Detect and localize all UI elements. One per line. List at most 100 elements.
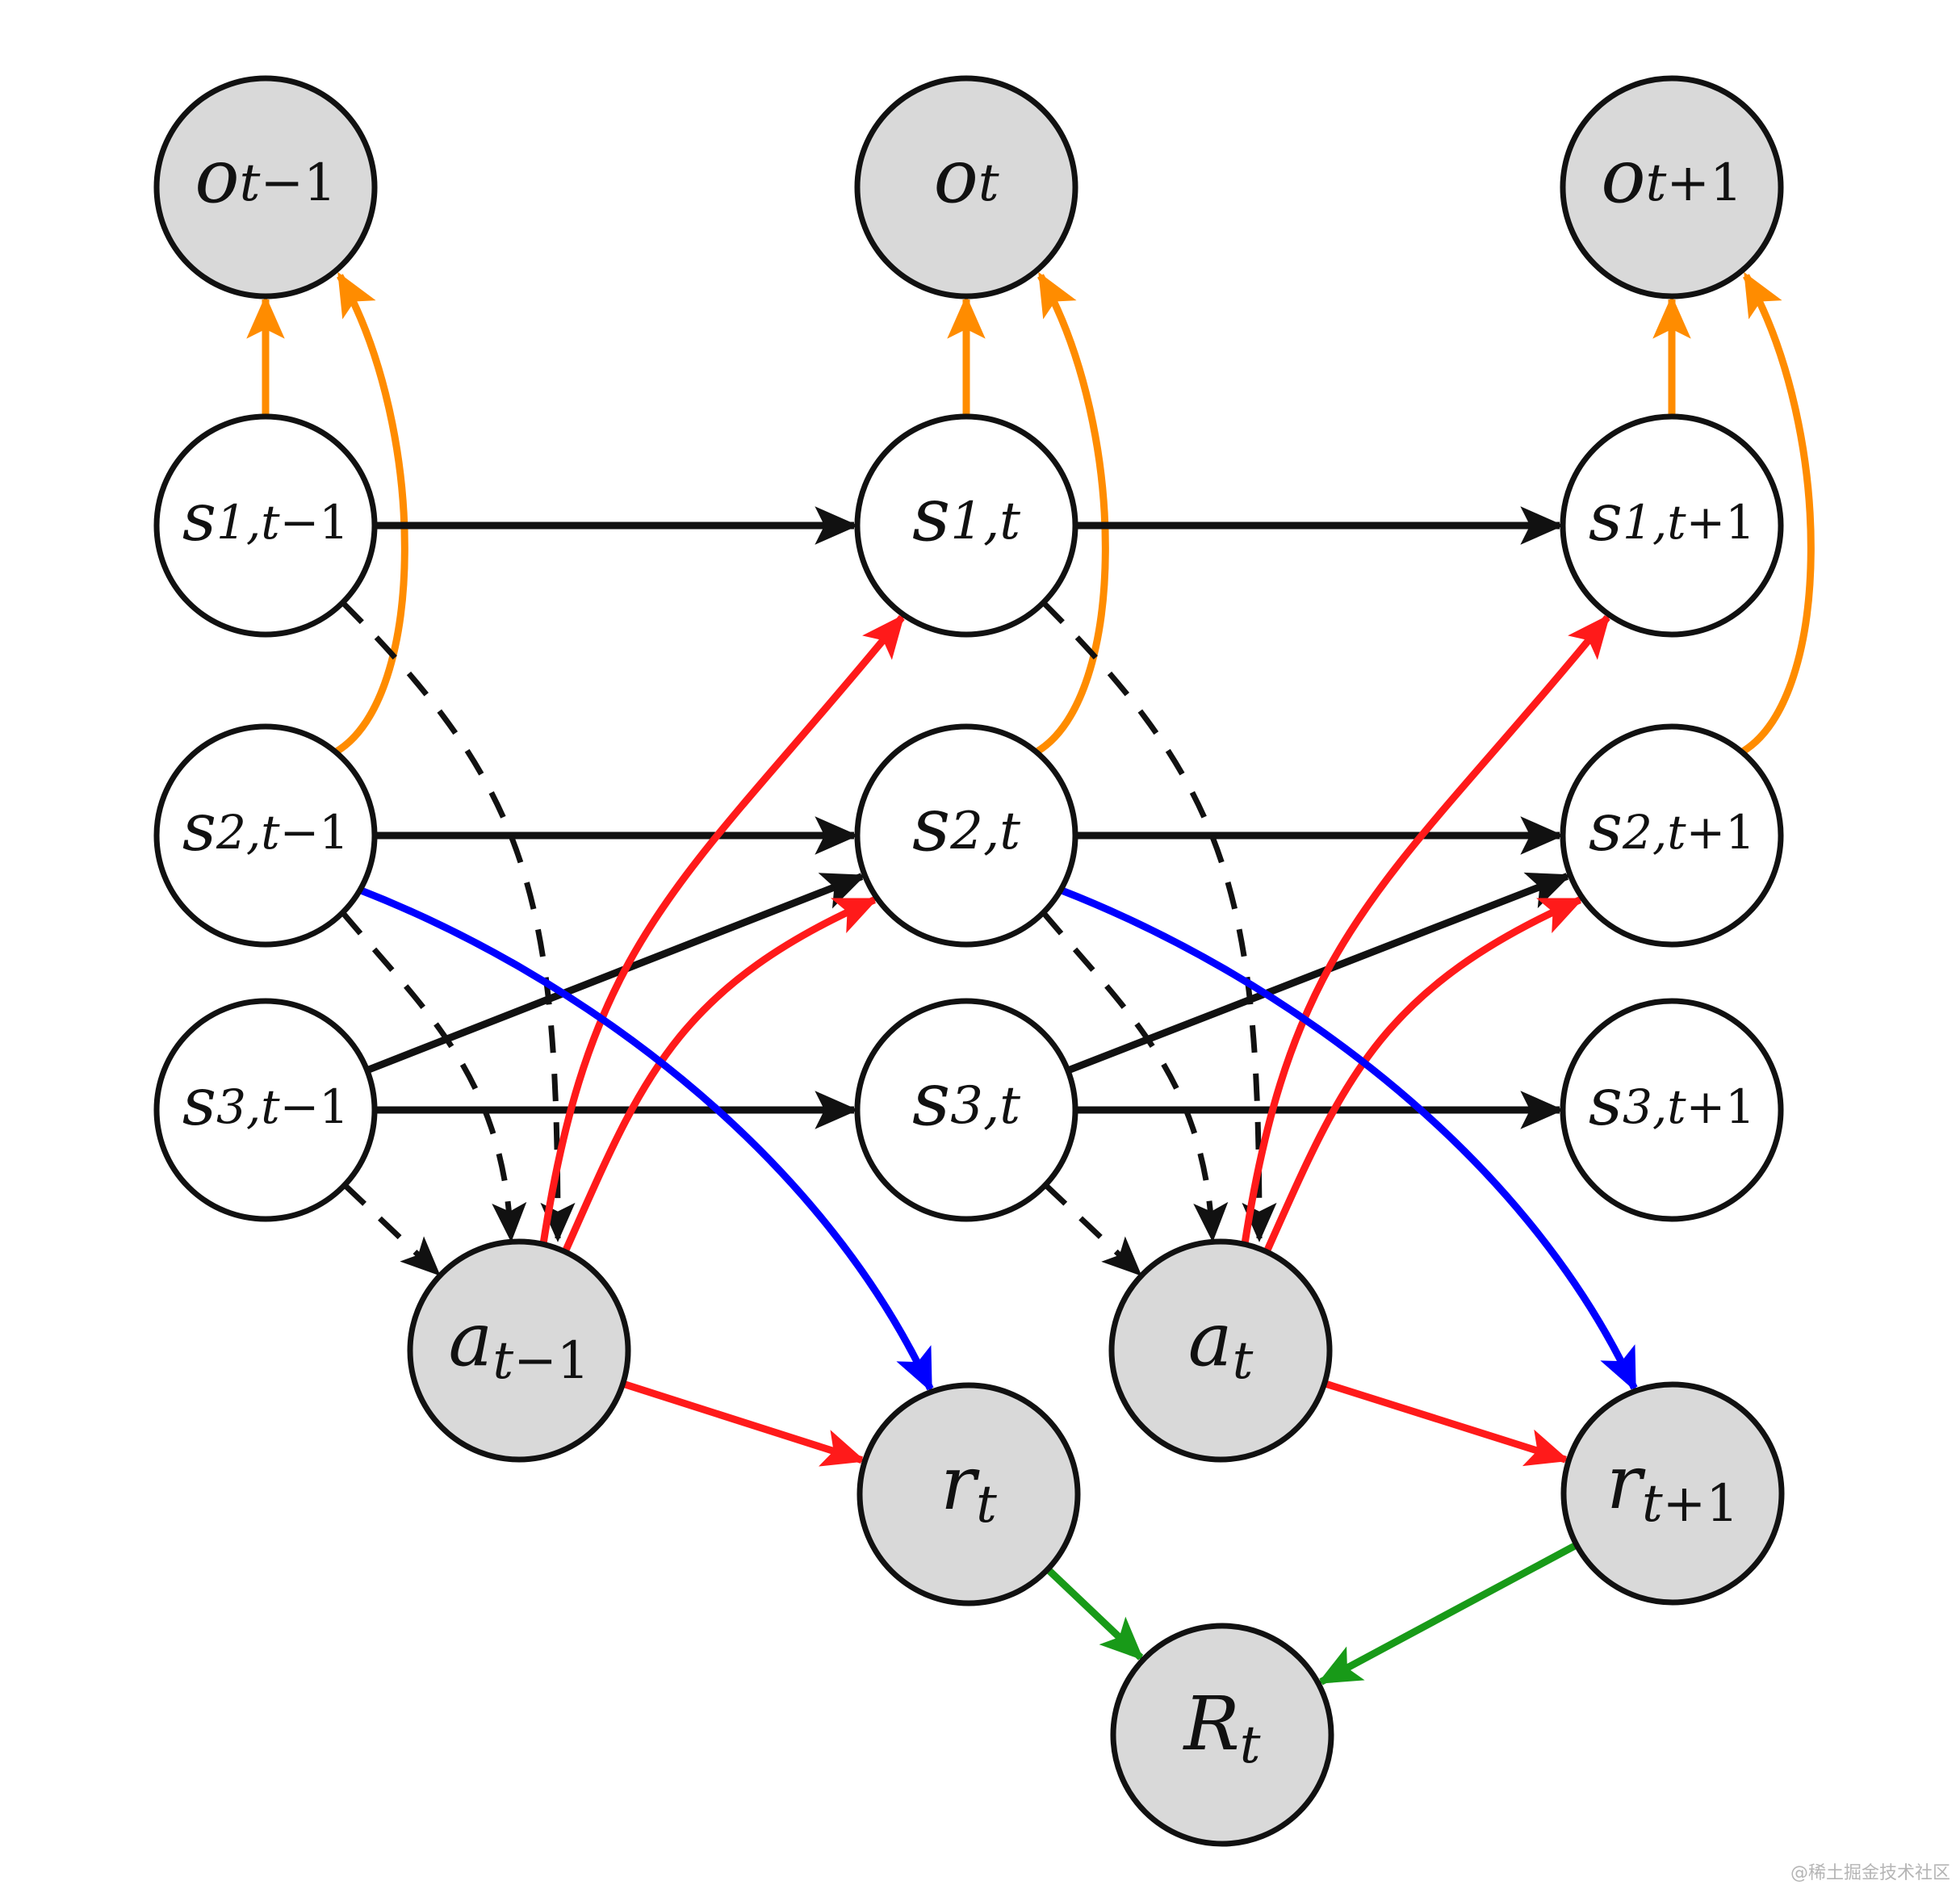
node-label-subscript: t [492,1331,513,1391]
edge-policy-s1-tm1-to-a-tm1 [340,600,576,1242]
edges-layer [246,271,1815,1686]
edge-action-effect-a-tm1-to-s2-t [561,896,879,1254]
node-label-base: R [1183,1681,1240,1767]
node-s3-tp1: s3,t+1 [1560,998,1784,1222]
node-r-t: Rt [1110,1623,1334,1847]
node-label-base: r [1606,1439,1646,1526]
node-circle [1108,1238,1333,1463]
node-s1-tm1: s1,t−1 [153,413,378,638]
node-label-base: a [1188,1296,1233,1383]
node-label-subscript: 2,t [1622,805,1686,860]
node-label-base: o [1601,133,1645,220]
node-label: s2,t+1 [1589,790,1755,866]
watermark: @稀土掘金技术社区 [1790,1863,1950,1883]
node-circle [854,998,1078,1222]
node-circle [1560,998,1784,1222]
node-s2-tp1: s2,t+1 [1560,723,1784,948]
edge-return-r-tp1-to-r-t [1317,1541,1579,1686]
node-s1-tp1: s1,t+1 [1560,413,1784,638]
node-label-suffix: +1 [1686,495,1756,550]
node-label-subscript: t [1233,1331,1254,1391]
node-label: s1,t−1 [182,480,349,556]
node-label: ot [933,133,999,220]
edge-return-r-t-to-r-t [1045,1566,1145,1661]
node-s2-tm1: s2,t−1 [153,723,378,948]
node-o-tm1: ot−1 [153,75,378,299]
edge-policy-s2-tm1-to-a-tm1 [340,911,527,1242]
node-label-subscript: t [240,153,261,213]
node-label-suffix: −1 [260,153,336,213]
node-label-subscript: t [976,1475,997,1535]
node-label: at [1188,1296,1254,1391]
node-label-subscript: 2,t [949,802,1020,861]
edge-action-effect-a-tm1-to-s1-t [539,614,905,1245]
node-label-suffix: −1 [280,1079,350,1134]
node-o-tp1: ot+1 [1560,75,1784,299]
node-label-base: s [912,1056,950,1142]
node-s3-t: s3,t [854,998,1078,1222]
node-label: at−1 [449,1296,590,1391]
node-label: ot+1 [1601,133,1742,220]
node-circle [1560,413,1784,638]
node-label-subscript: t [978,153,999,213]
edge-policy-s3-tm1-to-a-tm1 [342,1183,441,1276]
node-label-base: o [195,133,239,220]
edge-transition-s3-t-to-s2-tp1 [1066,872,1572,1074]
node-label: Rt [1183,1681,1261,1775]
node-circle [1560,1381,1785,1606]
node-label-base: s [912,781,950,868]
node-label-base: s [1589,790,1623,866]
node-label: ot−1 [195,133,336,220]
node-label-suffix: +1 [1666,153,1742,213]
node-s1-t: s1,t [854,413,1078,638]
node-label: s2,t [912,781,1020,868]
edge-policy-s1-t-to-a-t [1041,600,1277,1242]
edge-transition-s3-tm1-to-s2-t [366,873,866,1074]
node-label-subscript: 3,t [950,1076,1020,1136]
node-a-tm1: at−1 [407,1238,631,1463]
node-label-base: o [933,133,978,220]
node-label-base: s [1589,480,1623,556]
node-label-suffix: +1 [1663,1474,1739,1534]
node-circle [1110,1623,1334,1847]
node-label-subscript: 1,t [950,492,1020,551]
node-circle [407,1238,631,1463]
node-label-suffix: −1 [280,805,350,860]
node-circle [854,723,1078,948]
edge-action-effect-a-t-to-r-tp1 [1323,1380,1570,1467]
node-label: s3,t [912,1056,1020,1142]
node-circle [153,75,378,299]
node-label-subscript: 3,t [1623,1079,1686,1134]
node-circle [1560,75,1784,299]
node-label-suffix: −1 [280,495,350,550]
node-label: s3,t+1 [1589,1064,1755,1141]
node-circle [1560,723,1784,948]
edge-observation-s2-t-to-o-t [1034,271,1109,756]
node-r-tp1: rt+1 [1560,1381,1785,1606]
node-r-t: rt [856,1382,1081,1606]
node-label: rt+1 [1606,1439,1739,1534]
node-circle [153,413,378,638]
node-label-subscript: 1,t [216,495,280,550]
node-label-base: r [940,1440,980,1527]
node-label-subscript: t [1642,1474,1663,1534]
edge-policy-s2-t-to-a-t [1041,911,1229,1242]
node-circle [856,1382,1081,1606]
node-label-base: s [182,790,216,866]
node-label: s3,t−1 [182,1064,349,1141]
node-label-base: s [182,480,216,556]
edge-policy-s3-t-to-a-t [1043,1183,1142,1276]
node-s2-t: s2,t [854,723,1078,948]
node-label-suffix: +1 [1686,1079,1756,1134]
edge-reward-state-s2-tm1-to-r-t [358,886,934,1393]
node-label: s2,t−1 [182,790,349,866]
node-circle [854,75,1078,299]
edge-reward-state-s2-t-to-r-tp1 [1059,886,1638,1393]
edge-observation-s2-tm1-to-o-tm1 [333,271,408,756]
node-label: s1,t+1 [1589,480,1755,556]
node-circle [854,413,1078,638]
edge-observation-s2-tp1-to-o-tp1 [1740,271,1815,756]
node-label-subscript: t [1646,153,1667,213]
node-label-base: s [912,471,950,558]
